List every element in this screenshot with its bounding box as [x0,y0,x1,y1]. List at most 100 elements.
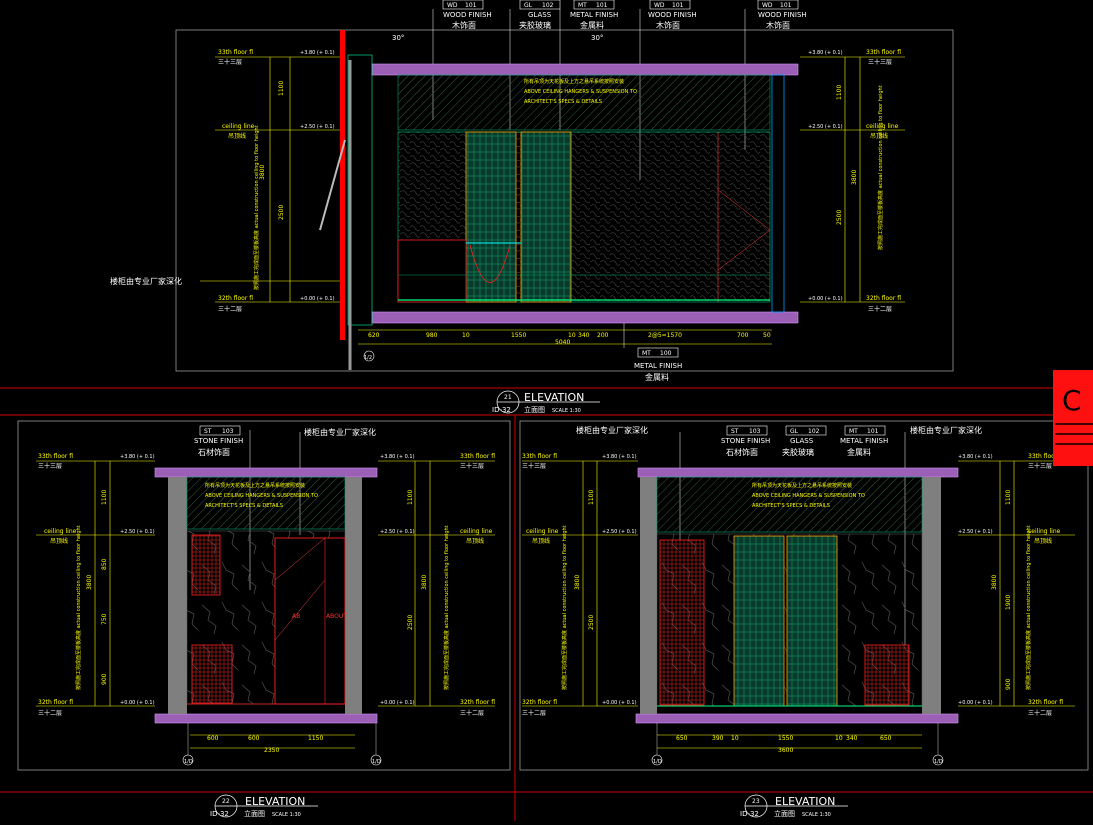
title-block-22: 22 ID-32 ELEVATION 立面图 SCALE 1:30 [210,794,318,818]
svg-text:立面图: 立面图 [774,809,795,818]
svg-text:2500: 2500 [588,615,595,630]
svg-text:900: 900 [101,673,108,685]
tag-gl102-right: GL 102 GLASS 夹胶玻璃 [782,425,827,457]
svg-text:ABOVE CEILING HANGERS & SUSPEN: ABOVE CEILING HANGERS & SUSPENSION TO [752,493,865,499]
svg-text:三十二层: 三十二层 [218,305,242,313]
levels-left-21: 33th floor fl 三十三层 +3.80 (+ 0.1) ceiling… [215,49,340,313]
svg-text:SCALE 1:30: SCALE 1:30 [802,812,831,818]
wall-right-23 [922,477,941,714]
svg-text:1100: 1100 [588,490,595,505]
svg-text:夹胶玻璃: 夹胶玻璃 [519,20,551,30]
svg-text:103: 103 [222,428,234,435]
note-manufacturer-21: 楼柜由专业厂家深化 [110,276,182,286]
svg-text:金属料: 金属料 [847,447,871,457]
svg-text:2350: 2350 [264,747,279,754]
svg-text:MT: MT [642,350,651,357]
svg-text:+3.80 (+ 0.1): +3.80 (+ 0.1) [958,454,993,460]
svg-text:按照施工完成面至楼板高度 actual constructi: 按照施工完成面至楼板高度 actual construction ceiling… [1025,525,1032,690]
svg-text:3800: 3800 [991,575,998,590]
svg-text:1/D: 1/D [372,759,381,765]
svg-text:101: 101 [596,2,608,9]
svg-text:ST: ST [731,428,739,435]
low-cabinet [397,239,467,303]
svg-text:WD: WD [447,2,458,9]
tag-mt101-right: MT 101 METAL FINISH 金属料 [840,425,888,457]
svg-text:340: 340 [578,332,590,339]
svg-text:ceiling line: ceiling line [44,528,77,535]
ceiling-void-23 [656,476,923,533]
svg-text:102: 102 [542,2,554,9]
svg-text:木饰面: 木饰面 [766,20,790,30]
svg-text:101: 101 [780,2,792,9]
svg-text:900: 900 [1005,678,1012,690]
svg-text:2500: 2500 [407,615,414,630]
svg-text:1100: 1100 [278,81,285,96]
svg-text:METAL FINISH: METAL FINISH [840,437,888,445]
svg-text:三十二层: 三十二层 [522,709,546,717]
glass-door-2 [520,131,572,303]
tag-mt100: MT 100 METAL FINISH 金属料 [623,323,682,382]
svg-text:390: 390 [712,735,724,742]
svg-text:+3.80 (+ 0.1): +3.80 (+ 0.1) [602,454,637,460]
svg-text:1550: 1550 [511,332,526,339]
note-manufacturer-22: 楼柜由专业厂家深化 [304,427,376,437]
svg-text:吊顶线: 吊顶线 [466,537,484,545]
svg-text:1/D: 1/D [184,759,193,765]
svg-text:立面图: 立面图 [244,809,265,818]
svg-text:三十二层: 三十二层 [1028,709,1052,717]
svg-text:101: 101 [672,2,684,9]
angle-label-2: 30° [591,34,603,42]
svg-text:33th floor fl: 33th floor fl [218,49,253,56]
svg-text:+2.50 (+ 0.1): +2.50 (+ 0.1) [808,124,843,130]
svg-text:WOOD FINISH: WOOD FINISH [443,11,492,19]
svg-text:3600: 3600 [778,747,793,754]
title-block-21: 21 ID-32 ELEVATION 立面图 SCALE 1:30 [492,390,600,414]
slab-top-22 [154,467,378,478]
levels-right-22: 33th floor fl 三十三层 +3.80 (+ 0.1) ceiling… [378,453,495,717]
svg-text:22: 22 [222,798,230,805]
svg-text:10: 10 [462,332,470,339]
svg-text:+3.80 (+ 0.1): +3.80 (+ 0.1) [300,50,335,56]
svg-text:+0.00 (+ 0.1): +0.00 (+ 0.1) [120,700,155,706]
svg-text:木饰面: 木饰面 [452,20,476,30]
svg-text:1150: 1150 [308,735,323,742]
svg-text:340: 340 [846,735,858,742]
svg-text:ID-32: ID-32 [210,810,229,818]
levels-right-21: 33th floor fl 三十三层 +3.80 (+ 0.1) ceiling… [800,49,905,313]
svg-text:5040: 5040 [555,339,570,346]
svg-text:+2.50 (+ 0.1): +2.50 (+ 0.1) [300,124,335,130]
svg-text:吊顶线: 吊顶线 [532,537,550,545]
logo-block: C [1053,370,1093,466]
slab-bottom-22 [154,713,378,724]
svg-text:1/2: 1/2 [364,355,372,361]
svg-text:STONE FINISH: STONE FINISH [721,437,770,445]
svg-text:33th floor fl: 33th floor fl [522,453,557,460]
slab-top-23 [637,467,959,478]
slab-bottom [371,311,799,324]
svg-text:WOOD FINISH: WOOD FINISH [648,11,697,19]
svg-text:101: 101 [465,2,477,9]
axis-bubble-21 [363,350,375,362]
svg-text:C: C [1062,384,1082,417]
svg-text:金属料: 金属料 [580,20,604,30]
svg-text:101: 101 [867,428,879,435]
svg-text:按照施工完成面至楼板高度 actual constructi: 按照施工完成面至楼板高度 actual construction ceiling… [877,85,884,250]
grille-tall-23 [659,539,705,706]
tag-st103-right: ST 103 STONE FINISH 石材饰面 [721,425,770,457]
svg-text:WOOD FINISH: WOOD FINISH [758,11,807,19]
svg-text:100: 100 [660,350,672,357]
svg-text:1100: 1100 [407,490,414,505]
svg-text:10: 10 [568,332,576,339]
svg-text:32th floor fl: 32th floor fl [218,295,253,302]
svg-text:1100: 1100 [101,490,108,505]
sheet-frame [0,29,1093,821]
svg-text:+3.80 (+ 0.1): +3.80 (+ 0.1) [120,454,155,460]
door-22 [274,537,346,705]
svg-text:50: 50 [763,332,771,339]
svg-text:3800: 3800 [259,165,266,180]
svg-text:32th floor fl: 32th floor fl [866,295,901,302]
svg-text:AB: AB [292,613,300,620]
svg-text:GLASS: GLASS [790,437,814,445]
angle-label-1: 30° [392,34,404,42]
svg-text:ceiling line: ceiling line [866,123,899,130]
